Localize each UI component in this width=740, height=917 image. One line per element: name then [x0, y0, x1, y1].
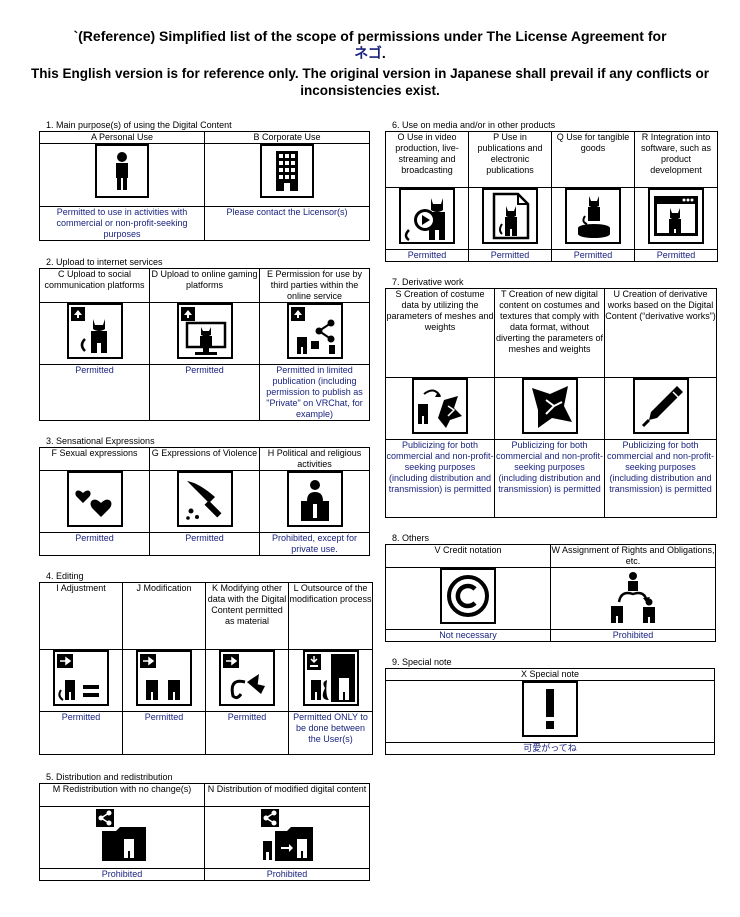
section-8-table: V Credit notation W Assignment of Rights… [385, 544, 716, 642]
item-p-status: Permitted [468, 249, 552, 262]
section-9-table: X Special note 可愛がってね [385, 668, 715, 755]
title-prefix: `(Reference) Simplified list of the scop… [73, 28, 667, 44]
item-a-status: Permitted to use in activities with comm… [39, 206, 205, 241]
item-c-label: C Upload to social communication platfor… [39, 268, 150, 303]
item-w-status: Prohibited [550, 629, 716, 642]
page-title: `(Reference) Simplified list of the scop… [20, 28, 720, 62]
item-r-label: R Integration into software, such as pro… [634, 131, 718, 188]
section-4-table: I Adjustment J Modification K Modifying … [39, 582, 373, 755]
arrow-cat-equals-icon [53, 650, 109, 706]
item-d-label: D Upload to online gaming platforms [149, 268, 260, 303]
item-j-label: J Modification [122, 582, 206, 650]
item-h-label: H Political and religious activities [259, 447, 370, 471]
item-h-status: Prohibited, except for private use. [259, 532, 370, 556]
item-m-label: M Redistribution with no change(s) [39, 783, 205, 807]
outsource-cats-icon [302, 650, 359, 706]
item-n-label: N Distribution of modified digital conte… [204, 783, 370, 807]
fabric-icon [521, 378, 578, 434]
item-g-status: Permitted [149, 532, 260, 556]
item-u-status: Publicizing for both commercial and non-… [604, 439, 717, 518]
item-t-status: Publicizing for both commercial and non-… [494, 439, 605, 518]
section-6-title: 6. Use on media and/or in other products [392, 120, 556, 130]
product-name: ネゴ [354, 45, 382, 61]
arrow-ribbon-icon [219, 650, 275, 706]
section-6-table: O Use in video production, live-streamin… [385, 131, 718, 262]
item-l-label: L Outsource of the modification process [288, 582, 373, 650]
item-n-status: Prohibited [204, 868, 370, 881]
item-t-label: T Creation of new digital content on cos… [494, 288, 605, 378]
item-b-status: Please contact the Licensor(s) [204, 206, 370, 241]
cat-arrow-fabric-icon [412, 378, 468, 434]
section-3-table: F Sexual expressions G Expressions of Vi… [39, 447, 370, 556]
document-cat-icon [482, 188, 538, 244]
item-w-label: W Assignment of Rights and Obligations, … [550, 544, 716, 568]
item-j-status: Permitted [122, 711, 206, 755]
item-s-label: S Creation of costume data by utilizing … [385, 288, 495, 378]
item-c-status: Permitted [39, 364, 150, 421]
section-7-title: 7. Derivative work [392, 277, 464, 287]
item-l-status: Permitted ONLY to be done between the Us… [288, 711, 373, 755]
item-g-label: G Expressions of Violence [149, 447, 260, 471]
hearts-icon [66, 471, 123, 527]
section-1-title: 1. Main purpose(s) of using the Digital … [46, 120, 232, 130]
figure-cat-icon [565, 188, 621, 244]
section-2-table: C Upload to social communication platfor… [39, 268, 370, 421]
podium-speaker-icon [286, 471, 343, 527]
item-u-label: U Creation of derivative works based on … [604, 288, 717, 378]
item-k-status: Permitted [205, 711, 289, 755]
section-4-title: 4. Editing [46, 571, 84, 581]
section-7-table: S Creation of costume data by utilizing … [385, 288, 717, 518]
share-folder-cats-icon [259, 807, 315, 863]
person-icon [95, 144, 149, 198]
item-b-label: B Corporate Use [204, 131, 370, 144]
transfer-people-icon [605, 568, 661, 624]
section-3-title: 3. Sensational Expressions [46, 436, 155, 446]
window-cat-icon [648, 188, 704, 244]
item-f-label: F Sexual expressions [39, 447, 150, 471]
video-cat-icon [399, 188, 455, 244]
item-e-status: Permitted in limited publication (includ… [259, 364, 370, 421]
item-s-status: Publicizing for both commercial and non-… [385, 439, 495, 518]
pen-icon [632, 378, 689, 434]
section-5-table: M Redistribution with no change(s) N Dis… [39, 783, 370, 881]
item-q-status: Permitted [551, 249, 635, 262]
share-folder-cat-icon [94, 807, 150, 863]
disclaimer: This English version is for reference on… [31, 66, 709, 98]
item-i-status: Permitted [39, 711, 123, 755]
section-2-title: 2. Upload to internet services [46, 257, 163, 267]
item-k-label: K Modifying other data with the Digital … [205, 582, 289, 650]
arrow-two-cats-icon [136, 650, 192, 706]
exclamation-icon [522, 681, 578, 737]
section-9-title: 9. Special note [392, 657, 452, 667]
item-v-status: Not necessary [385, 629, 551, 642]
title-suffix: . [381, 45, 386, 61]
item-q-label: Q Use for tangible goods [551, 131, 635, 188]
upload-share-cat-icon [286, 303, 343, 359]
item-o-status: Permitted [385, 249, 469, 262]
section-1-table: A Personal Use B Corporate Use Permitted… [39, 131, 370, 241]
item-r-status: Permitted [634, 249, 718, 262]
item-v-label: V Credit notation [385, 544, 551, 568]
item-o-label: O Use in video production, live-streamin… [385, 131, 469, 188]
item-i-label: I Adjustment [39, 582, 123, 650]
section-8-title: 8. Others [392, 533, 430, 543]
upload-monitor-cat-icon [176, 303, 233, 359]
office-building-icon [260, 144, 314, 198]
item-p-label: P Use in publications and electronic pub… [468, 131, 552, 188]
item-m-status: Prohibited [39, 868, 205, 881]
section-5-title: 5. Distribution and redistribution [46, 772, 173, 782]
item-a-label: A Personal Use [39, 131, 205, 144]
item-x-status: 可愛がってね [385, 742, 715, 755]
upload-cat-icon [66, 303, 123, 359]
copyright-icon [440, 568, 496, 624]
item-e-label: E Permission for use by third parties wi… [259, 268, 370, 303]
item-d-status: Permitted [149, 364, 260, 421]
knife-icon [176, 471, 233, 527]
item-x-label: X Special note [385, 668, 715, 681]
item-f-status: Permitted [39, 532, 150, 556]
